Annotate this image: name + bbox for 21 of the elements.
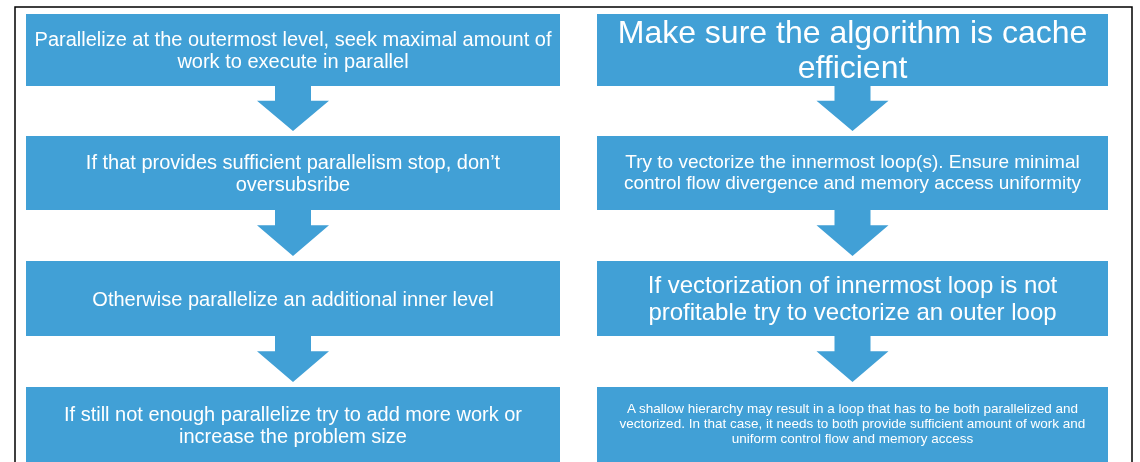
process-box: [597, 136, 1108, 210]
step-text: A shallow hierarchy may result in a loop that has to be both parallelized and vectorized. In that case, it needs to both provide sufficient amount of work and uniform control flow and memory access: [618, 402, 1087, 447]
process-box: [597, 261, 1108, 336]
process-box: [597, 387, 1108, 462]
process-box: [26, 387, 560, 462]
step-text: Parallelize at the outermost level, seek maximal amount of work to execute in parallel: [34, 28, 552, 72]
step-text: Try to vectorize the innermost loop(s). Ensure minimal control flow divergence and memory access uniformity: [622, 152, 1083, 194]
down-arrow: [257, 336, 329, 382]
down-arrow: [816, 336, 889, 382]
down-arrow: [816, 86, 889, 131]
down-arrow: [816, 210, 889, 256]
process-box: [26, 136, 560, 210]
process-box: [26, 14, 560, 86]
down-arrow: [257, 86, 329, 131]
process-box: [26, 261, 560, 336]
step-text: If still not enough parallelize try to add more work or increase the problem size: [63, 402, 523, 447]
down-arrow: [257, 210, 329, 256]
step-text: If vectorization of innermost loop is not profitable try to vectorize an outer loop: [646, 272, 1059, 325]
step-text: If that provides sufficient parallelism stop, don’t oversubsribe: [84, 151, 502, 195]
step-text: Make sure the algorithm is cache efficient: [616, 14, 1089, 86]
step-text: Otherwise parallelize an additional inner level: [92, 287, 494, 310]
